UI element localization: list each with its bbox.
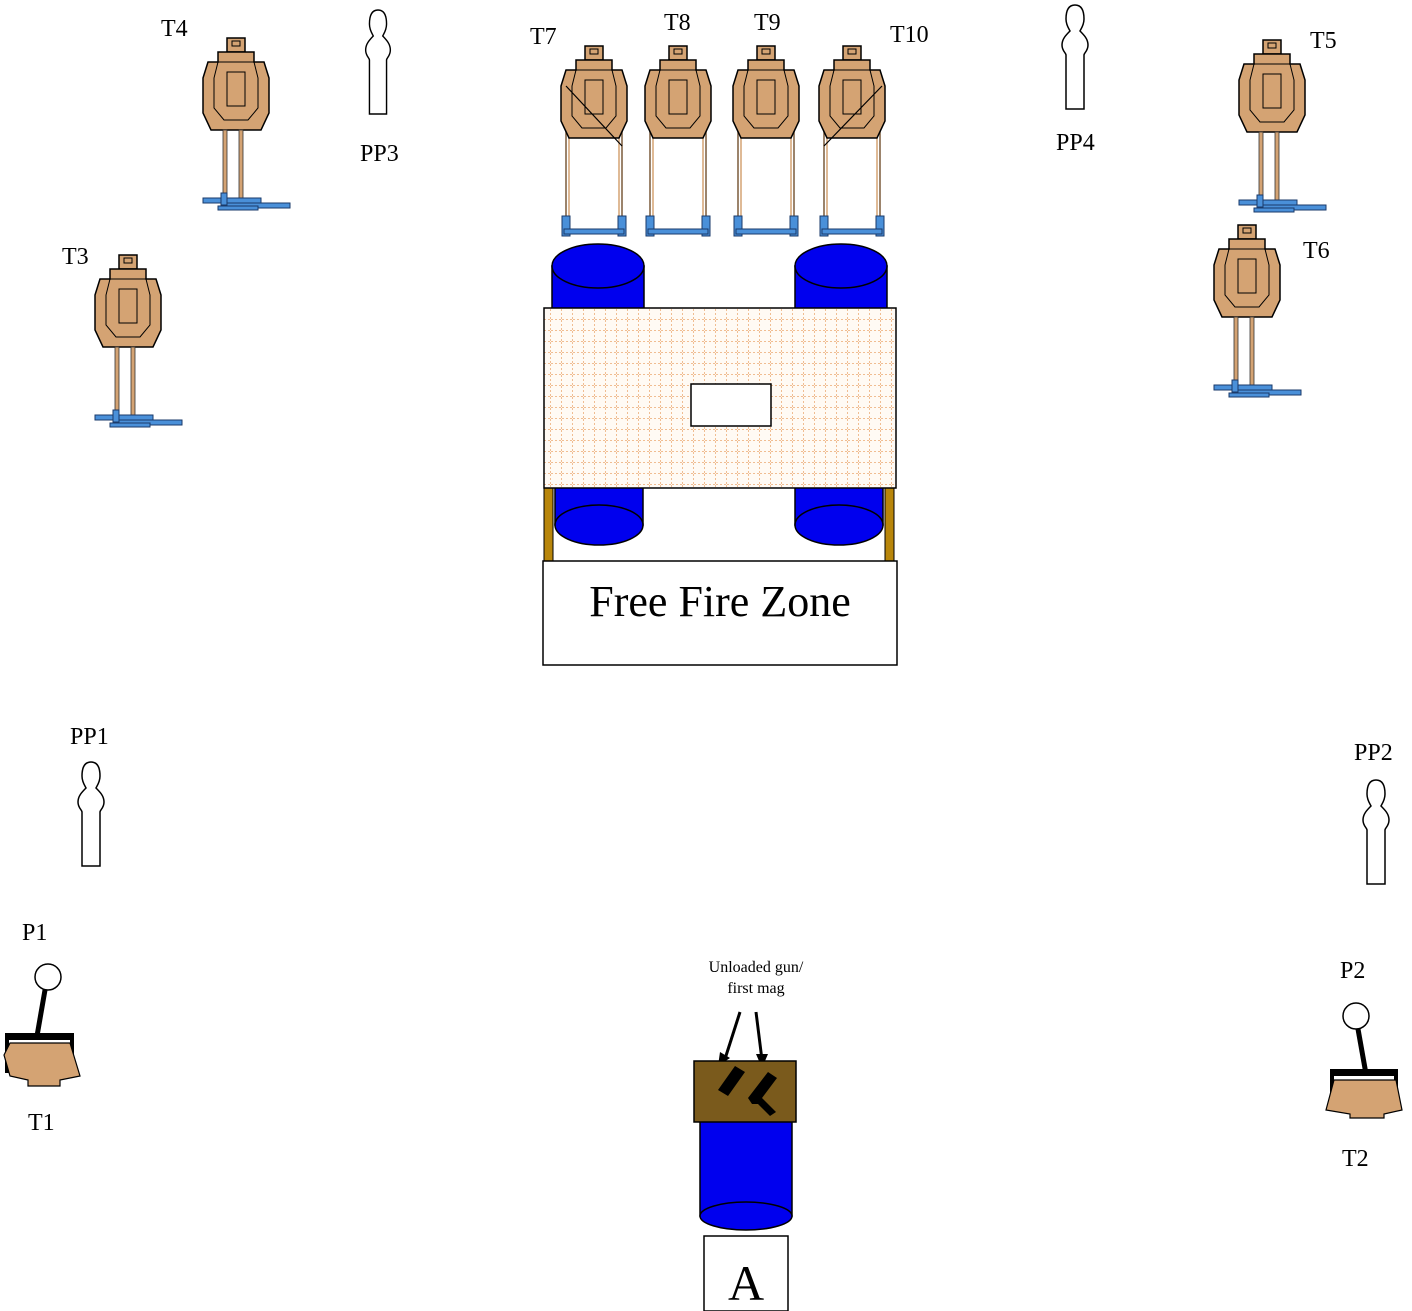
no-shoot-pp3 — [364, 9, 392, 115]
target-t6 — [1213, 224, 1302, 398]
barrel-front-right — [794, 479, 884, 546]
target-t10 — [818, 45, 886, 237]
table-leg-left — [543, 486, 554, 563]
arrow-to-gun — [754, 1011, 764, 1061]
target-t2-label: T2 — [1342, 1146, 1369, 1172]
table-leg-right — [884, 486, 895, 563]
free-fire-zone-label: Free Fire Zone — [589, 577, 850, 626]
pistol-icon — [748, 1072, 777, 1116]
no-shoot-pp2-label: PP2 — [1354, 740, 1393, 766]
no-shoot-pp4-label: PP4 — [1056, 130, 1095, 156]
target-t4 — [202, 37, 291, 211]
target-t4-label: T4 — [161, 16, 188, 42]
start-barrel — [699, 1119, 793, 1231]
no-shoot-pp1-label: PP1 — [70, 724, 109, 750]
target-t8 — [644, 45, 712, 237]
start-position-label: A — [728, 1255, 764, 1311]
target-t2 — [1325, 1069, 1403, 1119]
start-note-line2: first mag — [727, 980, 784, 997]
popper-p2 — [1342, 1002, 1370, 1075]
no-shoot-pp3-label: PP3 — [360, 141, 399, 167]
target-t7 — [560, 45, 628, 237]
popper-p1-label: P1 — [22, 920, 47, 946]
target-t10-label: T10 — [890, 22, 929, 48]
free-fire-zone-box — [542, 560, 898, 666]
no-shoot-pp2 — [1362, 779, 1390, 885]
target-t3 — [94, 254, 183, 428]
target-t1 — [3, 1033, 81, 1087]
target-t6-label: T6 — [1303, 238, 1330, 264]
arrow-to-mag — [722, 1011, 742, 1063]
target-t1-label: T1 — [28, 1110, 55, 1136]
popper-p2-label: P2 — [1340, 958, 1365, 984]
start-position-box — [703, 1235, 789, 1311]
no-shoot-pp4 — [1061, 4, 1089, 110]
start-note-line1: Unloaded gun/ — [709, 959, 804, 976]
target-t3-label: T3 — [62, 244, 89, 270]
popper-p1 — [34, 963, 62, 1037]
magazine-icon — [718, 1066, 745, 1096]
target-t9-label: T9 — [754, 10, 781, 36]
target-t5-label: T5 — [1310, 28, 1337, 54]
no-shoot-pp1 — [77, 761, 105, 867]
target-t7-label: T7 — [530, 24, 557, 50]
target-t8-label: T8 — [664, 10, 691, 36]
target-t9 — [732, 45, 800, 237]
barrel-front-left — [554, 479, 644, 546]
target-t5 — [1238, 39, 1327, 213]
start-table — [693, 1060, 797, 1123]
table-box — [690, 383, 772, 427]
